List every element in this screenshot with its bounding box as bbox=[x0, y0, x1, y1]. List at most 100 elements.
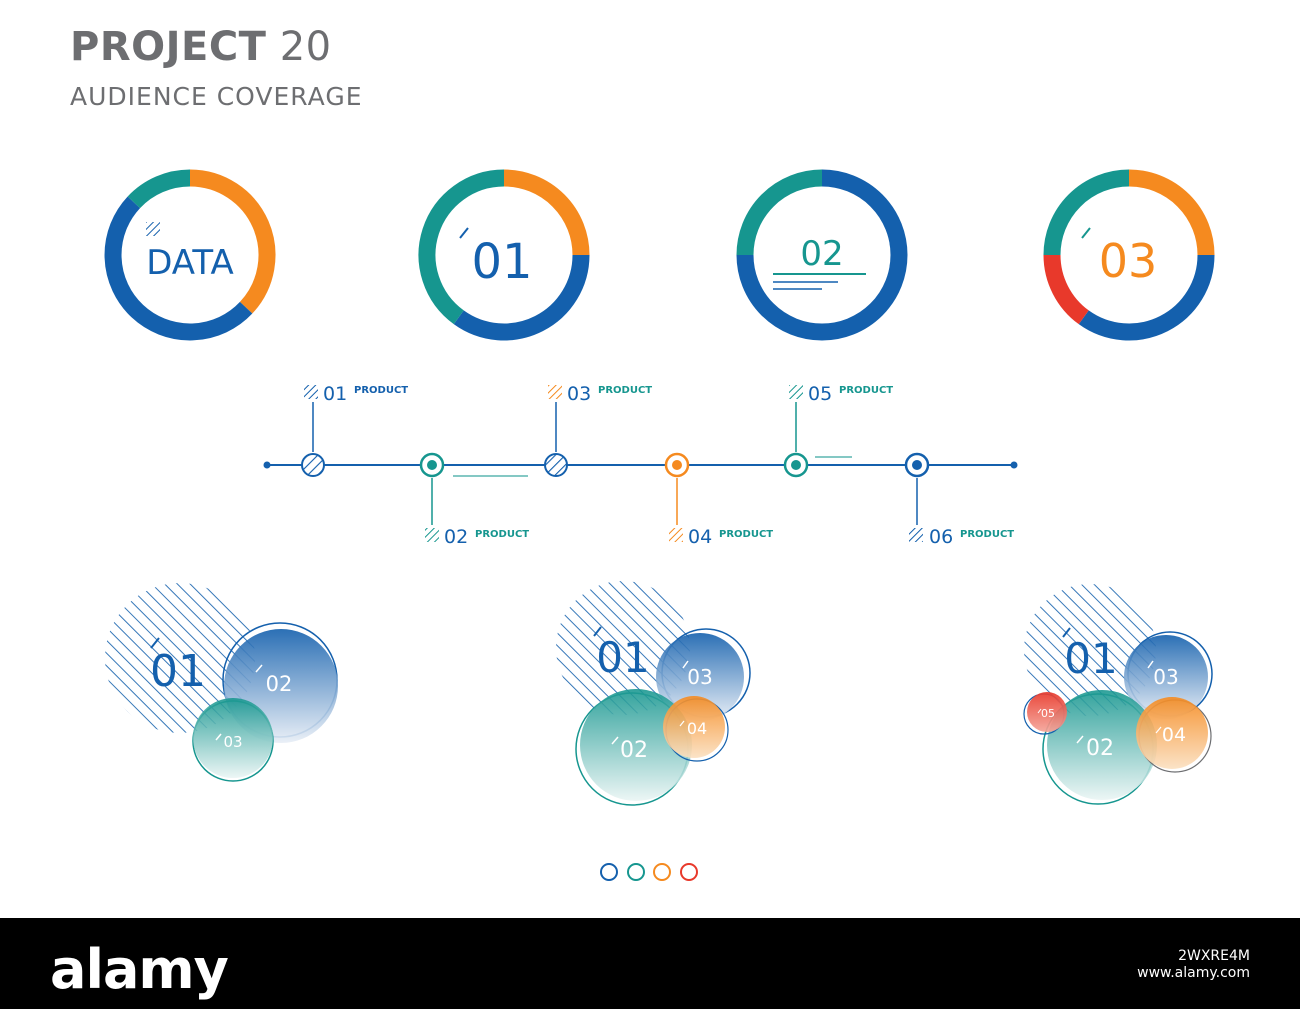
bubble-04 bbox=[663, 696, 725, 758]
ring-label-02: 02 bbox=[800, 234, 843, 274]
hatch-square-icon bbox=[304, 385, 318, 399]
tick-mark-icon bbox=[1081, 227, 1091, 239]
tick-mark-icon bbox=[593, 626, 602, 637]
page-subtitle: AUDIENCE COVERAGE bbox=[70, 82, 363, 111]
image-id-code: 2WXRE4M bbox=[1178, 948, 1250, 964]
bubble-03 bbox=[1124, 635, 1208, 719]
image-id: 2WXRE4M www.alamy.com bbox=[1137, 948, 1250, 982]
watermark-footer: alamy 2WXRE4M www.alamy.com bbox=[0, 918, 1300, 1009]
timeline-num: 03 bbox=[567, 383, 591, 405]
bubble-label: 05 bbox=[1041, 707, 1055, 720]
infographic-canvas: DATA 01 02 03 bbox=[104, 169, 1215, 881]
legend-dot-orange bbox=[653, 863, 671, 881]
ring-segment-teal bbox=[736, 169, 823, 256]
bubble-label: 03 bbox=[223, 733, 242, 751]
bubble-04 bbox=[1136, 697, 1208, 769]
donut-ring-1 bbox=[104, 169, 276, 341]
timeline-node-dot bbox=[912, 460, 922, 470]
timeline-product-label: PRODUCT bbox=[839, 385, 893, 396]
image-url: www.alamy.com bbox=[1137, 965, 1250, 981]
bubble-02 bbox=[1047, 690, 1157, 800]
tick-mark-icon bbox=[1037, 708, 1042, 714]
timeline-node-dot bbox=[672, 460, 682, 470]
tick-mark-icon bbox=[1155, 726, 1162, 734]
bubble-01 bbox=[105, 583, 255, 733]
tick-mark-icon bbox=[215, 733, 222, 741]
timeline-end-dot bbox=[1010, 461, 1018, 469]
timeline-node-dot bbox=[427, 460, 437, 470]
tick-mark-icon bbox=[679, 720, 685, 727]
ring-segment-red bbox=[1043, 254, 1089, 325]
ring-label-data: DATA bbox=[146, 243, 234, 283]
legend-dot-red bbox=[680, 863, 698, 881]
bubble-label: 03 bbox=[687, 665, 712, 689]
ring-label-01: 01 bbox=[471, 234, 532, 290]
legend-dot-blue bbox=[600, 863, 618, 881]
timeline-num: 05 bbox=[808, 383, 832, 405]
timeline-start-dot bbox=[263, 461, 271, 469]
hatch-square-icon bbox=[146, 222, 160, 236]
ring-segment-blue bbox=[453, 254, 590, 341]
tick-mark-icon bbox=[1062, 627, 1071, 638]
color-legend-dots bbox=[600, 863, 698, 881]
alamy-logo: alamy bbox=[50, 938, 229, 1001]
timeline-label-02: 02 PRODUCT bbox=[425, 526, 529, 548]
donut-ring-4 bbox=[1043, 169, 1215, 341]
timeline-num: 02 bbox=[444, 526, 468, 548]
timeline-label-05: 05 PRODUCT bbox=[789, 383, 893, 405]
timeline-num: 04 bbox=[688, 526, 712, 548]
tick-mark-icon bbox=[1076, 735, 1084, 744]
bubble-label: 01 bbox=[1064, 634, 1117, 683]
tick-mark-icon bbox=[682, 660, 689, 669]
timeline-node-01 bbox=[301, 453, 325, 477]
ring-segment-teal bbox=[1043, 169, 1130, 256]
timeline-product-label: PRODUCT bbox=[475, 529, 529, 540]
hatch-square-icon bbox=[548, 385, 562, 399]
donut-ring-3 bbox=[736, 169, 908, 341]
hatch-square-icon bbox=[669, 528, 683, 542]
hatch-square-icon bbox=[425, 528, 439, 542]
title-bold: PROJECT bbox=[70, 24, 267, 70]
bubble-label: 02 bbox=[1086, 736, 1114, 761]
ring-segment-orange bbox=[1128, 169, 1215, 256]
ring-segment-blue bbox=[736, 169, 908, 341]
bubble-label: 02 bbox=[266, 672, 293, 696]
timeline-node-dot bbox=[791, 460, 801, 470]
ring-label-03: 03 bbox=[1099, 234, 1158, 288]
timeline: 01 PRODUCT 02 PRODUCT 03 PRODUCT 04 PROD… bbox=[263, 383, 1018, 548]
bubble-cluster-3: 01 03 02 04 05 bbox=[1023, 584, 1213, 805]
timeline-label-04: 04 PRODUCT bbox=[669, 526, 773, 548]
ring-segment-blue bbox=[1078, 254, 1215, 341]
timeline-product-label: PRODUCT bbox=[598, 385, 652, 396]
timeline-product-label: PRODUCT bbox=[719, 529, 773, 540]
tick-mark-icon bbox=[611, 736, 619, 745]
bubble-03 bbox=[193, 698, 273, 778]
bubble-02 bbox=[580, 689, 692, 801]
timeline-label-06: 06 PRODUCT bbox=[909, 526, 1014, 548]
timeline-product-label: PRODUCT bbox=[960, 529, 1014, 540]
ring-segment-orange bbox=[503, 169, 590, 256]
timeline-label-03: 03 PRODUCT bbox=[548, 383, 652, 405]
ring-segment-teal bbox=[127, 169, 191, 209]
ring-segment-teal bbox=[418, 169, 505, 325]
bubble-label: 03 bbox=[1153, 665, 1178, 689]
timeline-product-label: PRODUCT bbox=[354, 385, 408, 396]
bubble-cluster-1: 01 02 03 bbox=[105, 583, 338, 782]
hatch-square-icon bbox=[909, 528, 923, 542]
title-number: 20 bbox=[279, 24, 332, 70]
tick-mark-icon bbox=[150, 637, 160, 649]
bubble-03 bbox=[656, 633, 744, 721]
bubble-05 bbox=[1027, 692, 1067, 732]
tick-mark-icon bbox=[459, 227, 469, 239]
page-title: PROJECT 20 bbox=[70, 24, 332, 70]
bubble-label: 04 bbox=[1162, 724, 1186, 746]
tick-mark-icon bbox=[255, 664, 263, 673]
legend-dot-teal bbox=[627, 863, 645, 881]
bubble-label: 04 bbox=[687, 719, 707, 738]
tick-mark-icon bbox=[1147, 660, 1154, 669]
timeline-label-01: 01 PRODUCT bbox=[304, 383, 408, 405]
ring-segment-orange bbox=[189, 169, 276, 314]
donut-rings bbox=[104, 169, 1215, 341]
bubble-01 bbox=[1024, 584, 1156, 716]
donut-ring-2 bbox=[418, 169, 590, 341]
